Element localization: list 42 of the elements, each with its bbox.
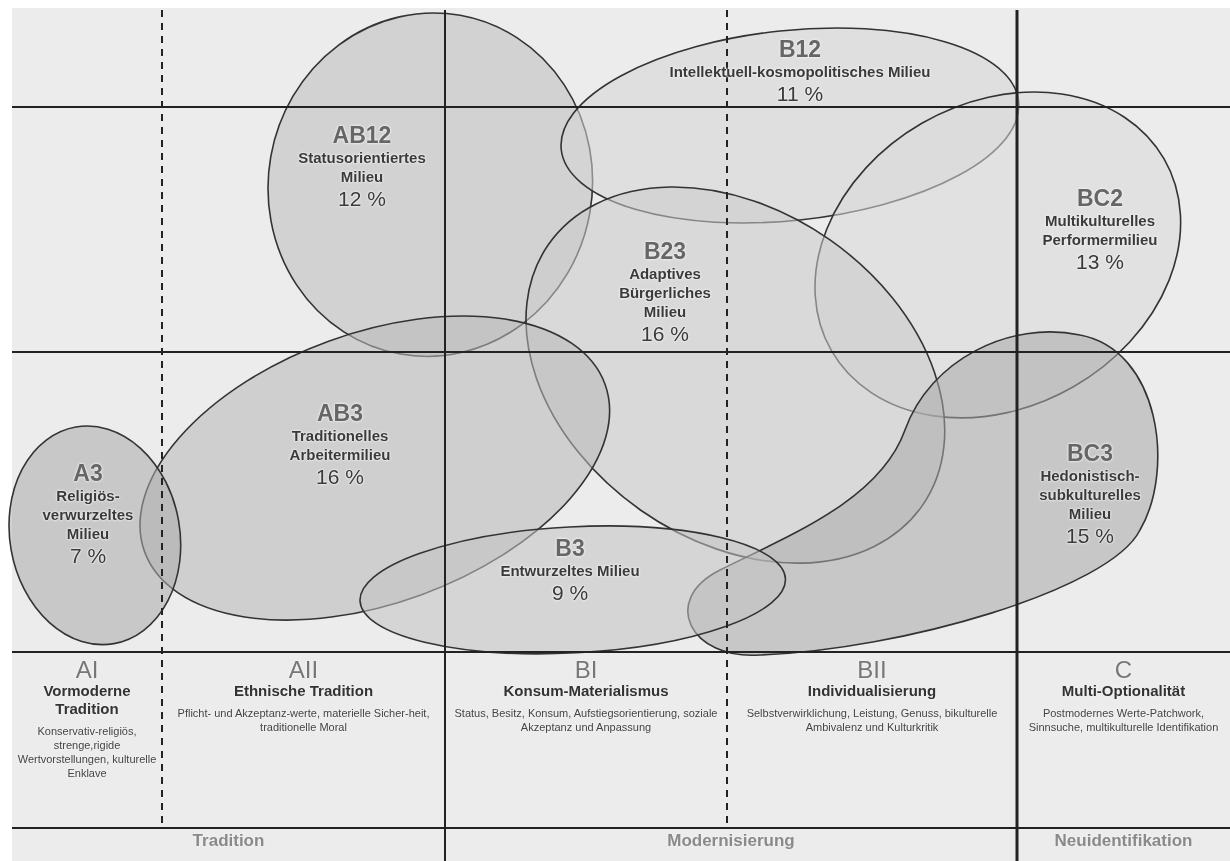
- column-code: C: [1113, 658, 1134, 682]
- column-description: Postmodernes Werte-Patchwork, Sinnsuche, multikulturelle Identifikation: [1027, 706, 1220, 734]
- percentage: 16 %: [640, 321, 690, 347]
- milieu-name: Hedonistisch-subkulturelles Milieu: [1038, 466, 1142, 523]
- column-code: BII: [856, 658, 888, 682]
- column-description: Konservativ-religiös, strenge,rigide Wertvorstellungen, kulturelle Enklave: [16, 724, 158, 780]
- column-title: Vormoderne Tradition: [42, 682, 132, 718]
- column-title: Multi-Optionalität: [1060, 682, 1187, 700]
- column-code: AI: [74, 658, 100, 682]
- milieu-name: Traditionelles Arbeitermilieu: [288, 426, 392, 464]
- column-description: Pflicht- und Akzeptanz-werte, materielle Sicher-heit, traditionelle Moral: [176, 706, 431, 734]
- axis-label: Modernisierung: [666, 831, 796, 851]
- milieu-code: AB12: [331, 122, 393, 148]
- milieu-code: A3: [72, 460, 104, 486]
- percentage: 15 %: [1065, 523, 1115, 549]
- milieu-name: Adaptives Bürgerliches Milieu: [618, 264, 712, 321]
- milieu-name: Religiös-verwurzeltes Milieu: [41, 486, 135, 543]
- milieu-code: BC3: [1066, 440, 1114, 466]
- milieu-code: B12: [777, 36, 823, 62]
- percentage: 11 %: [775, 81, 825, 107]
- axis-label: Neuidentifikation: [1053, 831, 1194, 851]
- column-code: AII: [287, 658, 320, 682]
- milieu-code: AB3: [315, 400, 364, 426]
- column-title: Konsum-Materialismus: [502, 682, 670, 700]
- percentage: 12 %: [337, 186, 387, 212]
- column-code: BI: [573, 658, 599, 682]
- column-description: Status, Besitz, Konsum, Aufstiegsorientierung, soziale Akzeptanz und Anpassung: [453, 706, 719, 734]
- percentage: 7 %: [68, 543, 108, 569]
- milieu-name: Entwurzeltes Milieu: [499, 561, 641, 580]
- milieu-name: Intellektuell-kosmopolitisches Milieu: [668, 62, 932, 81]
- column-title: Individualisierung: [806, 682, 938, 700]
- milieu-name: Multikulturelles Performermilieu: [1041, 211, 1159, 249]
- milieu-code: B3: [554, 535, 586, 561]
- column-title: Ethnische Tradition: [232, 682, 375, 700]
- milieu-name: Statusorientiertes Milieu: [297, 148, 427, 186]
- axis-label: Tradition: [191, 831, 266, 851]
- percentage: 9 %: [550, 580, 590, 606]
- column-description: Selbstverwirklichung, Leistung, Genuss, bikulturelle Ambivalenz und Kulturkritik: [745, 706, 999, 734]
- milieu-code: B23: [642, 238, 688, 264]
- percentage: 13 %: [1075, 249, 1125, 275]
- percentage: 16 %: [315, 464, 365, 490]
- milieu-code: BC2: [1075, 185, 1124, 211]
